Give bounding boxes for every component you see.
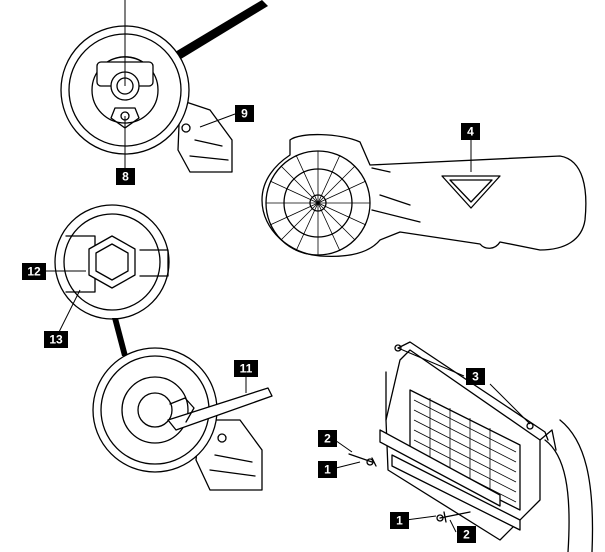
callout-8-text: 8 — [122, 170, 129, 184]
callout-3-text: 3 — [472, 370, 479, 384]
callout-2a-text: 2 — [324, 432, 331, 446]
callout-1a: 1 — [318, 461, 337, 478]
callout-12-text: 12 — [27, 265, 41, 279]
callout-11: 11 — [234, 360, 258, 377]
callout-labels: 8 9 4 12 13 11 3 2 1 1 2 — [22, 105, 485, 543]
callout-2a: 2 — [318, 430, 337, 447]
callout-1a-text: 1 — [324, 463, 331, 477]
callout-1b-text: 1 — [396, 514, 403, 528]
callout-4: 4 — [461, 123, 480, 140]
radiator-assembly — [331, 341, 594, 552]
callout-1b: 1 — [390, 512, 409, 529]
callout-9-text: 9 — [241, 107, 248, 121]
callout-11-text: 11 — [240, 362, 253, 376]
callout-3: 3 — [466, 368, 485, 385]
callout-12: 12 — [22, 263, 46, 280]
callout-8: 8 — [116, 168, 135, 185]
callout-2b-text: 2 — [463, 528, 470, 542]
callout-9: 9 — [235, 105, 254, 122]
callout-13: 13 — [44, 331, 68, 348]
wrench-pulley-detail — [92, 347, 273, 491]
hex-bolt-detail — [44, 204, 170, 356]
tensioner-arm — [261, 133, 587, 258]
callout-13-text: 13 — [49, 333, 63, 347]
callout-2b: 2 — [457, 526, 476, 543]
callout-4-text: 4 — [467, 125, 474, 139]
top-pulley-detail — [60, 0, 268, 173]
